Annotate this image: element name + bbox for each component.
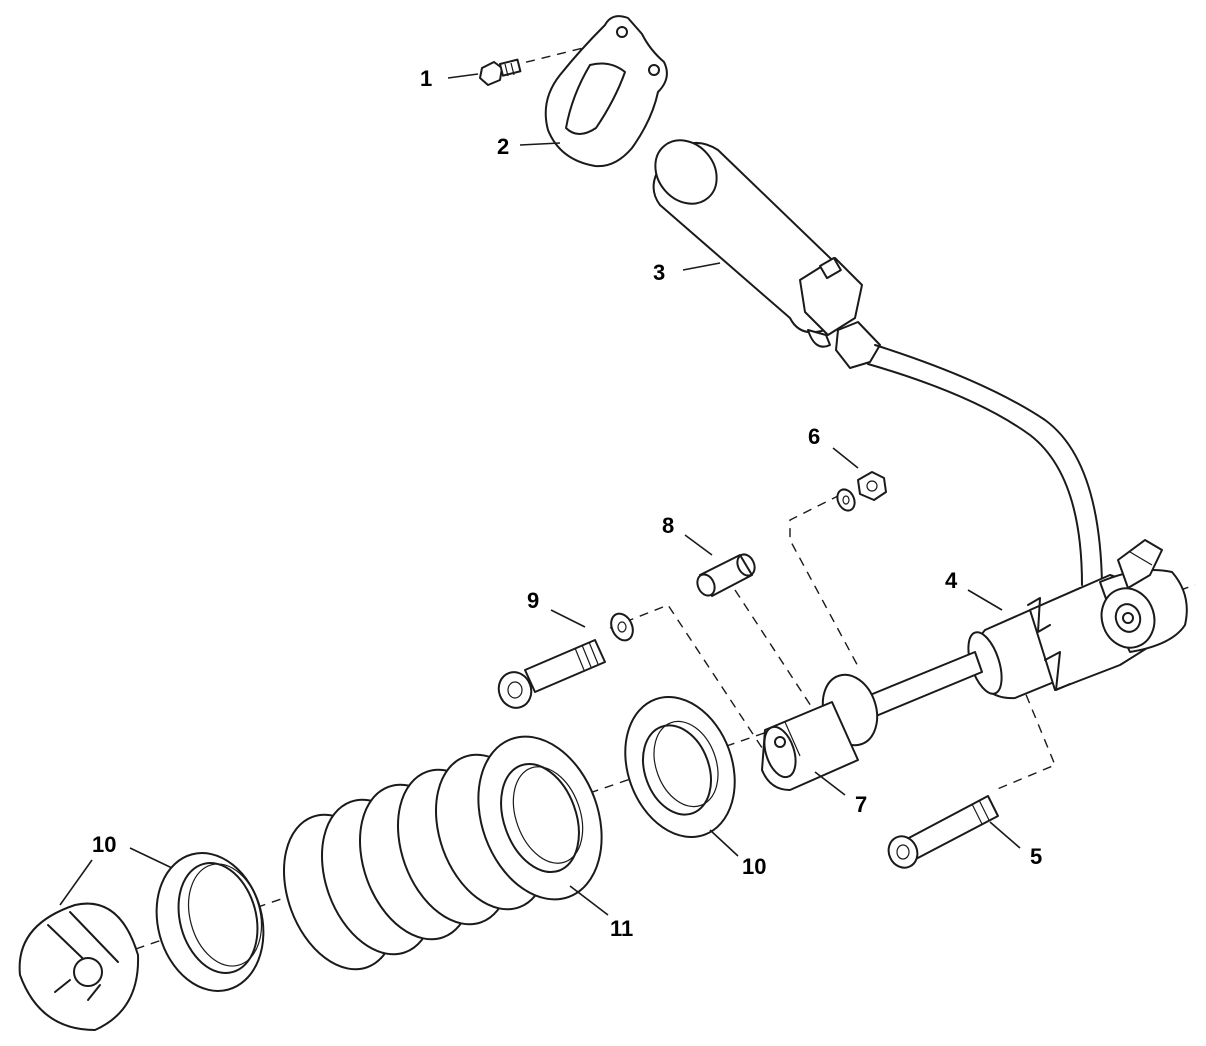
- part-spring-collar-10-left: [155, 852, 265, 992]
- callout-10-left: 10: [92, 832, 116, 857]
- part-hose: [867, 344, 1103, 586]
- callout-10-right: 10: [742, 854, 766, 879]
- part-bolt-washer-9: [497, 612, 634, 709]
- part-clevis-7: [761, 673, 879, 791]
- part-spring-11: [282, 735, 603, 971]
- part-clamp-2: [544, 15, 668, 168]
- callout-3: 3: [653, 260, 665, 285]
- callout-2: 2: [497, 134, 509, 159]
- callout-1: 1: [420, 66, 432, 91]
- callout-leaders: [59, 73, 1021, 916]
- callout-4: 4: [945, 568, 958, 593]
- part-spring-seat-10-right: [624, 696, 736, 838]
- part-shock-body-4: [967, 539, 1188, 700]
- callout-8: 8: [662, 513, 674, 538]
- part-bushing-8: [696, 553, 756, 597]
- callout-5: 5: [1030, 844, 1042, 869]
- assembly-axis-lines: [59, 39, 1196, 976]
- callout-9: 9: [527, 588, 539, 613]
- part-bolt-5: [887, 795, 999, 869]
- part-piston-rod: [869, 651, 983, 717]
- callout-6: 6: [808, 424, 820, 449]
- callout-7: 7: [855, 792, 867, 817]
- part-reservoir-3: [652, 139, 881, 369]
- part-bolt-1: [479, 58, 522, 86]
- part-split-retainer-10-left: [18, 902, 140, 1031]
- callout-11: 11: [610, 916, 633, 941]
- callout-labels: 1 2 3 4 5 6 7 8 9 10 10 11: [92, 66, 1042, 941]
- part-nut-washer-6: [836, 471, 887, 512]
